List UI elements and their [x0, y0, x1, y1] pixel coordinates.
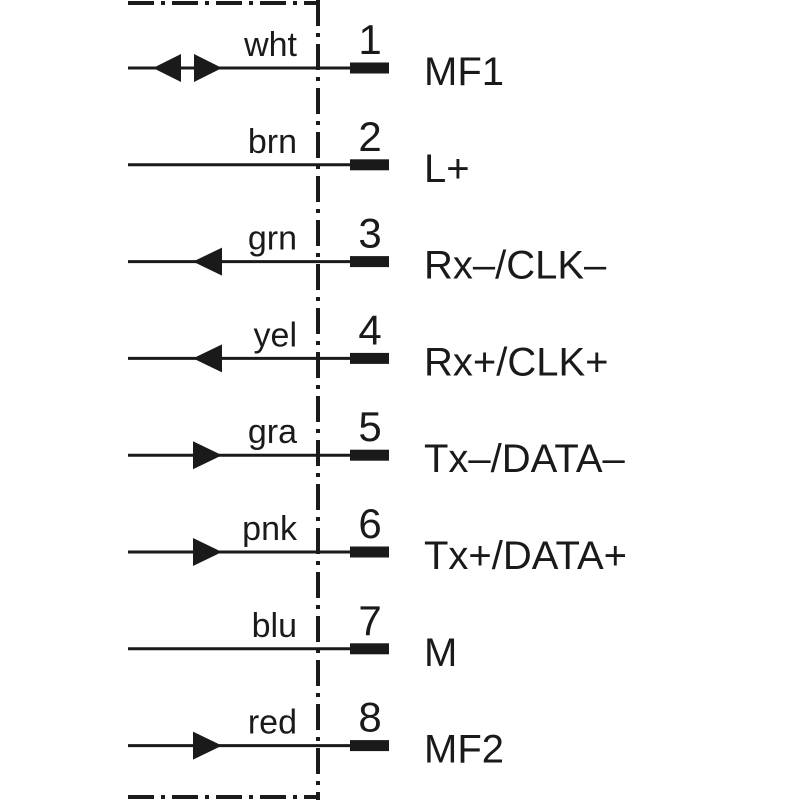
pin-row: blu 7M [128, 597, 457, 675]
pin-contact [350, 159, 389, 171]
pin-number: 8 [358, 694, 381, 741]
signal-name: Tx+/DATA+ [424, 534, 627, 578]
pin-number: 3 [358, 210, 381, 257]
wire-color-label: blu [252, 607, 297, 645]
output-arrow-icon [193, 538, 222, 566]
pin-row: yel 4Rx+/CLK+ [128, 306, 609, 384]
pin-contact [350, 352, 389, 364]
pin-contact [350, 740, 389, 752]
pin-number: 5 [358, 403, 381, 450]
output-arrow-icon [193, 731, 222, 760]
signal-name: M [424, 631, 457, 675]
pin-contact [350, 62, 389, 74]
pin-number: 4 [358, 306, 381, 353]
pin-row: brn 2L+ [128, 113, 470, 191]
wire-color-label: grn [248, 220, 297, 258]
signal-name: L+ [424, 147, 470, 191]
wire-color-label: gra [248, 413, 297, 451]
pin-contact [350, 546, 389, 558]
wire-color-label: red [248, 704, 297, 742]
wire-color-label: yel [254, 316, 297, 354]
pin-number: 6 [358, 500, 381, 547]
wire-color-label: brn [248, 123, 297, 161]
bidirectional-arrow-right-icon [194, 54, 222, 82]
input-arrow-icon [193, 344, 222, 373]
signal-name: Rx–/CLK– [424, 244, 607, 288]
connector-housing-outline [128, 0, 320, 800]
pin-number: 1 [358, 16, 381, 63]
pin-contact [350, 256, 389, 268]
pin-contact [350, 449, 389, 461]
wire-color-label: pnk [242, 510, 298, 548]
pin-number: 7 [358, 597, 381, 644]
pin-contact [350, 643, 389, 655]
signal-name: MF2 [424, 728, 504, 772]
pin-row: gra 5Tx–/DATA– [128, 403, 626, 481]
signal-name: Tx–/DATA– [424, 437, 626, 481]
wire-color-label: wht [243, 26, 297, 64]
signal-name: MF1 [424, 50, 504, 94]
bidirectional-arrow-left-icon [153, 54, 181, 82]
pin-row: pnk 6Tx+/DATA+ [128, 500, 627, 578]
input-arrow-icon [193, 247, 222, 276]
output-arrow-icon [193, 441, 222, 470]
pin-row: grn 3Rx–/CLK– [128, 210, 607, 288]
signal-name: Rx+/CLK+ [424, 340, 609, 384]
pin-number: 2 [358, 113, 381, 160]
